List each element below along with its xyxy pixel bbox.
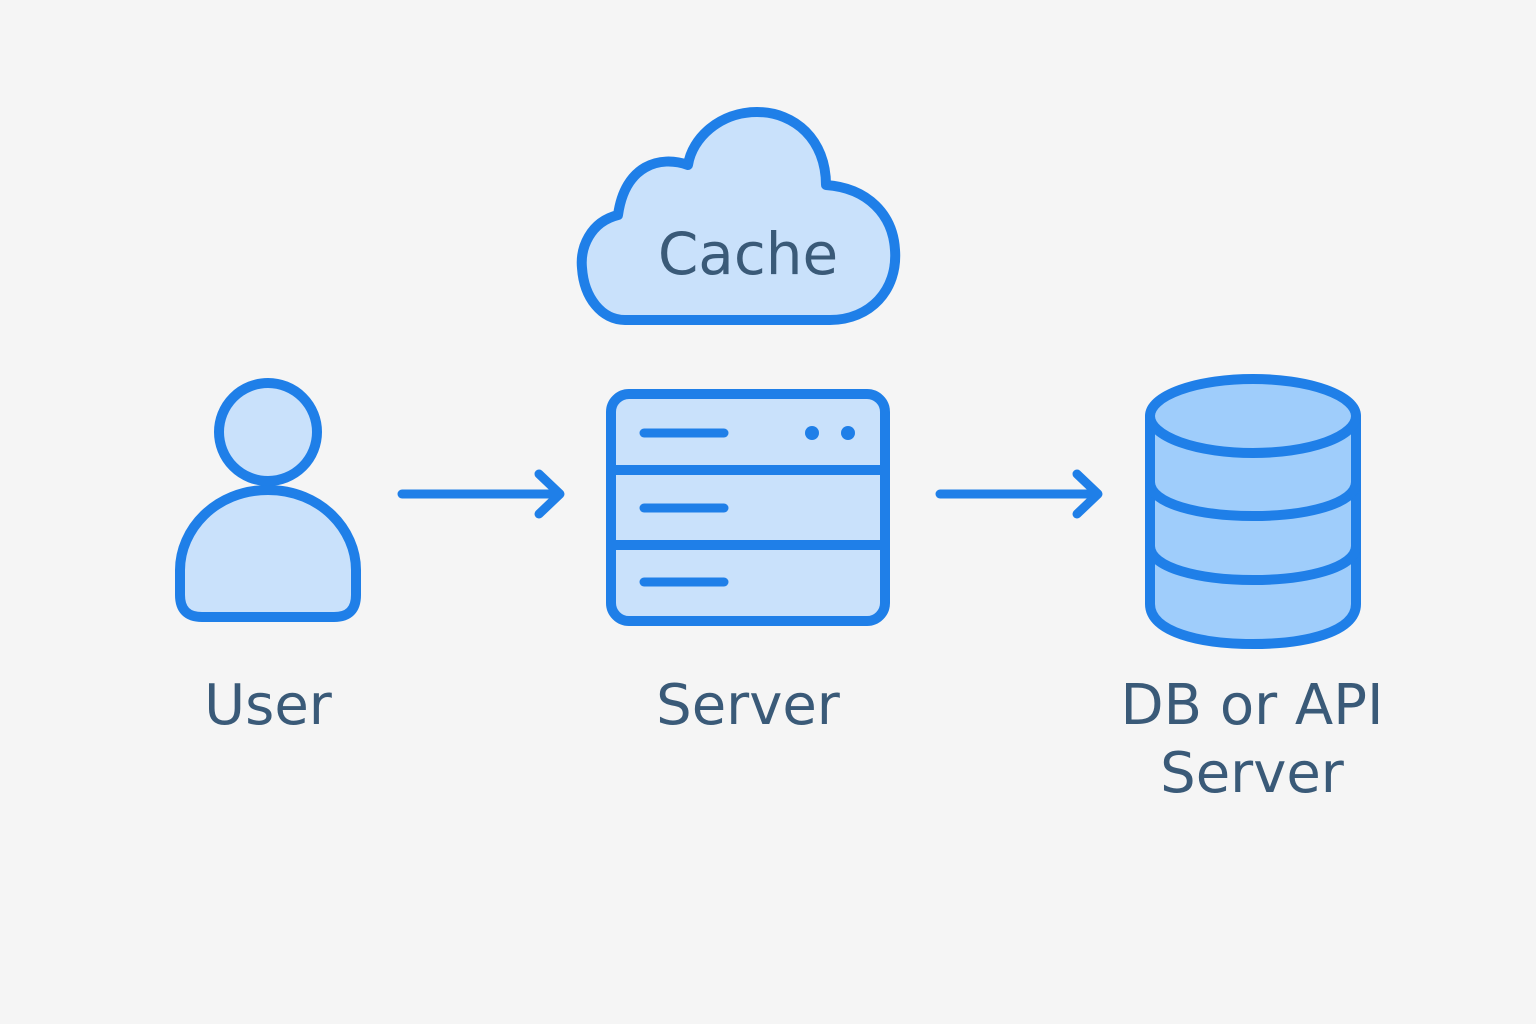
- db-label-line1: DB or API: [1120, 673, 1384, 738]
- cache-label: Cache: [657, 220, 839, 288]
- database-icon: [1145, 374, 1361, 649]
- server-icon: [606, 389, 890, 626]
- db-label-line2: Server: [1160, 741, 1344, 806]
- db-label: DB or API Server: [1082, 672, 1422, 808]
- arrow-user-to-server: [397, 469, 565, 519]
- arrow-server-to-db: [935, 469, 1103, 519]
- user-label: User: [204, 673, 332, 738]
- server-label: Server: [656, 673, 840, 738]
- user-icon: [175, 378, 361, 622]
- cloud-icon: [576, 107, 901, 325]
